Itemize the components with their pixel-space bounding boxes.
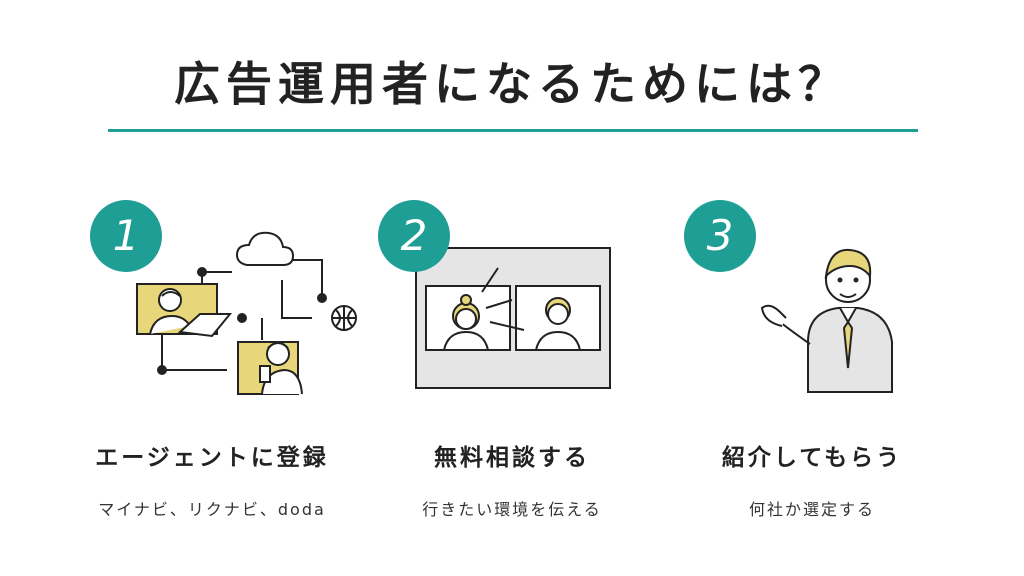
page-title: 広告運用者になるためには？ (0, 48, 1024, 114)
step-number-badge: 2 (378, 200, 450, 272)
businessman-illustration (748, 232, 918, 402)
video-call-illustration (414, 246, 614, 396)
step-3: 3 紹介してもらう 何社か選定する (662, 180, 962, 560)
step-subtitle: 何社か選定する (662, 496, 962, 520)
step-subtitle: 行きたい環境を伝える (362, 496, 662, 520)
step-number-badge: 3 (684, 200, 756, 272)
step-2: 2 無料相談する 行きたい環境を伝える (362, 180, 662, 560)
step-title: 紹介してもらう (662, 438, 962, 472)
network-people-illustration (122, 220, 362, 420)
step-title: 無料相談する (362, 438, 662, 472)
step-subtitle: マイナビ、リクナビ、doda (62, 496, 362, 520)
step-1: 1 エージェントに登録 マイナビ、リクナビ、doda (62, 180, 362, 560)
step-title: エージェントに登録 (62, 438, 362, 472)
title-underline (108, 129, 918, 132)
